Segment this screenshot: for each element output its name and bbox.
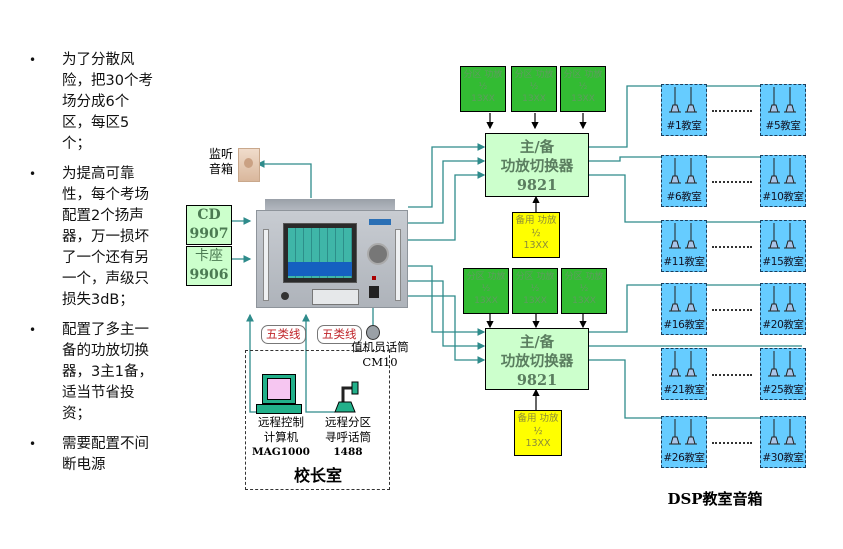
bullet-item: • 配置了多主一 备的功放切换 器，3主1备， 适当节省投 资； <box>29 322 153 422</box>
classroom-label: #11教室 <box>663 256 705 268</box>
cassette-deck-box: 卡座 9906 <box>186 246 232 286</box>
classroom-box: #5教室 <box>760 84 806 136</box>
ellipsis-dots <box>712 374 752 376</box>
remote-mic-icon <box>333 380 363 413</box>
classroom-box: #20教室 <box>760 283 806 335</box>
classroom-box: #15教室 <box>760 220 806 272</box>
speaker-pair-icon <box>768 223 796 249</box>
speaker-pair-icon <box>768 87 796 113</box>
ellipsis-dots <box>712 309 752 311</box>
bullet-item: • 为了分散风 险，把30个考 场分成6个 区，每区5 个； <box>29 52 153 152</box>
bullet-dot: • <box>29 323 37 337</box>
speaker-pair-icon <box>669 223 697 249</box>
remote-pc-icon <box>262 374 296 404</box>
classroom-label: #16教室 <box>663 319 705 331</box>
speaker-pair-icon <box>768 158 796 184</box>
classroom-box: #30教室 <box>760 416 806 468</box>
classroom-box: #26教室 <box>661 416 707 468</box>
ellipsis-dots <box>712 110 752 112</box>
classroom-label: #6教室 <box>666 191 702 203</box>
remote-pc-keyboard <box>256 404 302 414</box>
bullet-item: • 需要配置不间 断电源 <box>29 436 149 473</box>
classroom-box: #11教室 <box>661 220 707 272</box>
bullet-dot: • <box>29 53 37 67</box>
classroom-box: #25教室 <box>760 348 806 400</box>
amp-switcher-box: 主/备 功放切换器 9821 <box>485 133 589 197</box>
classroom-label: #21教室 <box>663 384 705 396</box>
classroom-box: #1教室 <box>661 84 707 136</box>
speaker-pair-icon <box>768 419 796 445</box>
bullet-item: • 为提高可靠 性，每个考场 配置2个扬声 器，万一损坏 了一个还有另 一个，声… <box>29 166 149 308</box>
speaker-pair-icon <box>669 351 697 377</box>
classroom-label: #5教室 <box>765 120 801 132</box>
remote-pc-label: 远程控制 计算机 MAG1000 <box>252 415 310 458</box>
classroom-label: #15教室 <box>762 256 804 268</box>
host-device-icon <box>256 210 408 308</box>
ellipsis-dots <box>712 246 752 248</box>
classroom-label: #10教室 <box>762 191 804 203</box>
ellipsis-dots <box>712 442 752 444</box>
bullet-dot: • <box>29 167 37 181</box>
bullet-list: • 为了分散风 险，把30个考 场分成6个 区，每区5 个； • 为提高可靠 性… <box>20 50 170 485</box>
monitor-speaker-label: 监听 音箱 <box>208 147 233 176</box>
ellipsis-dots <box>712 181 752 183</box>
bullet-dot: • <box>29 437 37 451</box>
speaker-pair-icon <box>669 87 697 113</box>
speaker-pair-icon <box>669 286 697 312</box>
speaker-pair-icon <box>768 351 796 377</box>
classroom-box: #21教室 <box>661 348 707 400</box>
classroom-label: #1教室 <box>666 120 702 132</box>
wire-monitor <box>256 160 312 198</box>
classroom-box: #6教室 <box>661 155 707 207</box>
speaker-pair-icon <box>669 158 697 184</box>
classroom-box: #16教室 <box>661 283 707 335</box>
classroom-label: #25教室 <box>762 384 804 396</box>
classroom-label: #30教室 <box>762 452 804 464</box>
principal-office-region <box>245 350 390 490</box>
dsp-speakers-label: DSP教室音箱 <box>667 490 763 508</box>
cable-label-bubble: 五类线 <box>261 325 306 344</box>
cd-player-box: CD 9907 <box>186 205 232 245</box>
cable-label-bubble: 五类线 <box>317 325 362 344</box>
classroom-label: #20教室 <box>762 319 804 331</box>
classroom-box: #10教室 <box>760 155 806 207</box>
principal-office-label: 校长室 <box>293 466 342 485</box>
amp-switcher-box: 主/备 功放切换器 9821 <box>485 328 589 390</box>
speaker-pair-icon <box>669 419 697 445</box>
monitor-speaker-icon <box>238 148 260 182</box>
classroom-label: #26教室 <box>663 452 705 464</box>
remote-mic-label: 远程分区 寻呼话筒 1488 <box>325 415 371 458</box>
host-device-top <box>265 199 395 211</box>
duty-mic-icon <box>366 325 380 340</box>
speaker-pair-icon <box>768 286 796 312</box>
